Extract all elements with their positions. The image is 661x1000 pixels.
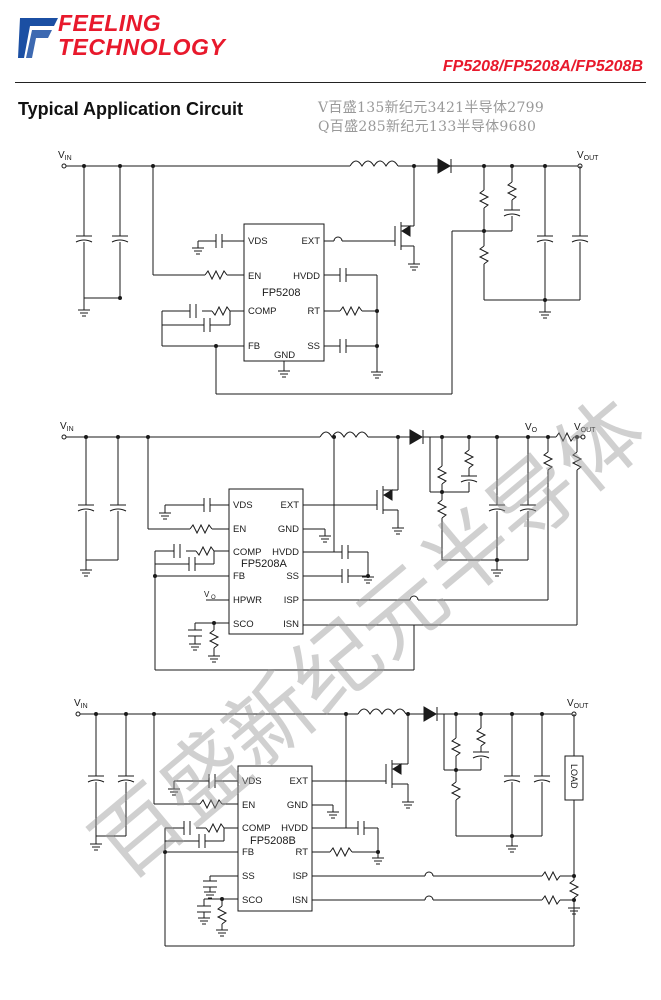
vout-sub-2: OUT [581, 427, 597, 434]
pin-ext-1: EXT [302, 236, 321, 247]
svg-text:V: V [204, 590, 210, 599]
pin-gnd-1: GND [274, 350, 295, 361]
diode-2 [409, 429, 423, 445]
chip-fp5208a [228, 488, 304, 635]
vin-terminal-1 [61, 163, 67, 169]
circuit-1 [61, 158, 589, 395]
pin-rt-1: RT [308, 306, 321, 317]
vin-sub-2: IN [67, 426, 74, 433]
pin-isn-3: ISN [292, 895, 308, 906]
vo-label-2: VO [525, 422, 538, 434]
mosfet-1 [401, 225, 411, 237]
pin-vds-1: VDS [248, 236, 268, 247]
pin-ss-1: SS [307, 341, 320, 352]
vin-sub-1: IN [65, 155, 72, 162]
logo-text-technology: TECHNOLOGY [58, 34, 226, 60]
pin-isn-2: ISN [283, 619, 299, 630]
contact-line-1: V百盛135新纪元3421半导体2799 [318, 100, 545, 116]
vout-label-2: VOUT [574, 422, 596, 434]
vout-terminal-2 [580, 434, 586, 440]
vin-label-2: VIN [60, 421, 74, 433]
pin-ss-2: SS [286, 571, 299, 582]
svg-text:O: O [211, 595, 216, 601]
pin-en-2: EN [233, 524, 246, 535]
company-logo: FEELING TECHNOLOGY [18, 10, 248, 62]
mosfet-3 [392, 763, 402, 775]
chip-name-1: FP5208 [262, 287, 301, 299]
circuit-3 [75, 706, 584, 947]
resistor-en-1 [204, 269, 228, 281]
chip-name-3: FP5208B [250, 835, 296, 847]
pin-hvdd-3: HVDD [281, 823, 308, 834]
logo-text-feeling: FEELING [58, 10, 162, 36]
pin-hvdd-1: HVDD [293, 271, 320, 282]
pin-fb-1: FB [248, 341, 260, 352]
load-label: LOAD [569, 764, 579, 789]
vout-label-1: VOUT [577, 150, 599, 162]
pin-ss-3: SS [242, 871, 255, 882]
vin-label-3: VIN [74, 698, 88, 710]
inductor-1 [349, 160, 399, 167]
vout-sub-3: OUT [574, 703, 590, 710]
diode-1 [437, 158, 451, 174]
pin-sco-3: SCO [242, 895, 263, 906]
logo-mark-icon [18, 18, 58, 58]
pin-vds-3: VDS [242, 776, 262, 787]
pin-isp-2: ISP [284, 595, 299, 606]
pin-hvdd-2: HVDD [272, 547, 299, 558]
pin-comp-3: COMP [242, 823, 271, 834]
pin-isp-3: ISP [293, 871, 308, 882]
pin-fb-2: FB [233, 571, 245, 582]
contact-line-2: Q百盛285新纪元133半导体9680 [318, 119, 537, 135]
chip-fp5208b [237, 765, 313, 912]
section-title: Typical Application Circuit [18, 99, 244, 119]
pin-hpwr-2: HPWR [233, 595, 262, 606]
pin-gnd-2: GND [278, 524, 299, 535]
pin-comp-1: COMP [248, 306, 277, 317]
pin-en-3: EN [242, 800, 255, 811]
pin-ext-2: EXT [281, 500, 300, 511]
pin-gnd-3: GND [287, 800, 308, 811]
vin-label-1: VIN [58, 150, 72, 162]
pin-comp-2: COMP [233, 547, 262, 558]
part-numbers: FP5208/FP5208A/FP5208B [442, 58, 643, 75]
pin-vds-2: VDS [233, 500, 253, 511]
vin-terminal-2 [61, 434, 67, 440]
pin-fb-3: FB [242, 847, 254, 858]
diode-3 [423, 706, 437, 722]
pin-en-1: EN [248, 271, 261, 282]
vin-terminal-3 [75, 711, 81, 717]
header-divider [15, 82, 646, 83]
pin-rt-3: RT [296, 847, 309, 858]
vout-label-3: VOUT [567, 698, 589, 710]
pin-sco-2: SCO [233, 619, 254, 630]
chip-name-2: FP5208A [241, 558, 288, 570]
vout-sub-1: OUT [584, 155, 600, 162]
vo-sub-2: O [532, 427, 538, 434]
vin-sub-3: IN [81, 703, 88, 710]
pin-ext-3: EXT [290, 776, 309, 787]
mosfet-2 [383, 489, 393, 501]
